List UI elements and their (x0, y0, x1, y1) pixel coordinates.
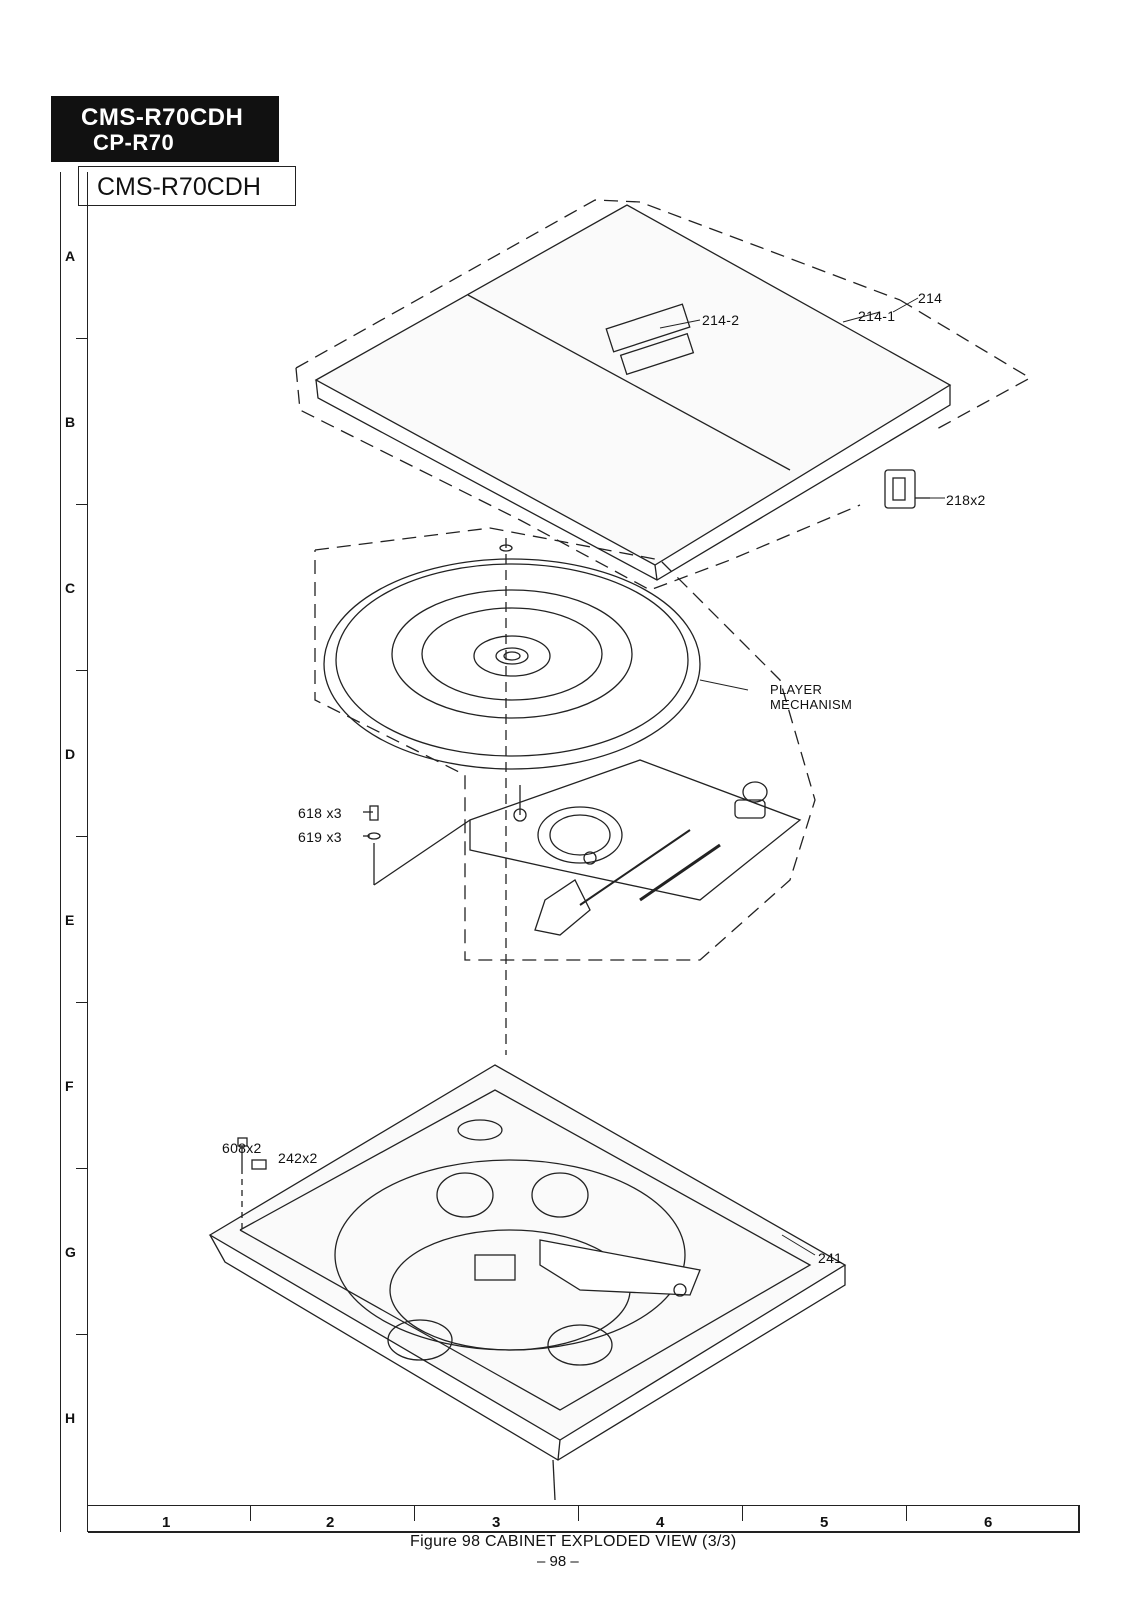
screw-washer-parts (363, 805, 471, 886)
row-label-a: A (65, 248, 76, 264)
row-label-c: C (65, 580, 76, 596)
col-divider (578, 1505, 579, 1521)
hinge-part (884, 469, 930, 509)
bottom-cabinet-part (208, 1064, 847, 1501)
row-divider (76, 670, 88, 671)
part-label-241: 241 (818, 1250, 843, 1266)
col-label-2: 2 (326, 1514, 335, 1531)
part-label-214-1: 214-1 (858, 308, 896, 324)
col-divider (906, 1505, 907, 1521)
col-divider (250, 1505, 251, 1521)
row-divider (76, 836, 88, 837)
page-number: – 98 – (537, 1553, 579, 1570)
part-label-618: 618 x3 (298, 805, 342, 821)
col-label-6: 6 (984, 1514, 993, 1531)
model-title-box: CMS-R70CDH (78, 166, 296, 206)
part-label-619: 619 x3 (298, 829, 342, 845)
row-label-d: D (65, 746, 76, 762)
part-label-242: 242x2 (278, 1150, 318, 1166)
col-label-3: 3 (492, 1514, 501, 1531)
col-divider (414, 1505, 415, 1521)
model-header-block: CMS-R70CDH CP-R70 (51, 96, 279, 162)
player-mechanism-label-line1: PLAYER (770, 682, 823, 697)
part-label-214: 214 (918, 290, 943, 306)
col-label-4: 4 (656, 1514, 665, 1531)
player-mechanism-group-outline (314, 527, 816, 961)
col-label-5: 5 (820, 1514, 829, 1531)
dust-cover-part (314, 204, 952, 581)
col-label-1: 1 (162, 1514, 171, 1531)
grid-frame-bottom (88, 1505, 1080, 1533)
row-divider (76, 1168, 88, 1169)
model-name-secondary: CP-R70 (93, 130, 175, 155)
mechanism-chassis-part (469, 759, 802, 936)
row-divider (76, 1002, 88, 1003)
part-label-214-2: 214-2 (702, 312, 740, 328)
row-label-g: G (65, 1244, 76, 1260)
figure-caption: Figure 98 CABINET EXPLODED VIEW (3/3) (410, 1533, 737, 1550)
player-mechanism-label-line2: MECHANISM (770, 697, 853, 712)
row-divider (76, 504, 88, 505)
model-name-primary: CMS-R70CDH (81, 104, 244, 131)
screw-foot-parts (237, 1137, 267, 1230)
dust-cover-group-outline (295, 199, 1032, 591)
part-label-608: 608x2 (222, 1140, 262, 1156)
row-divider (76, 338, 88, 339)
leader-lines (659, 297, 945, 1256)
row-divider (76, 1334, 88, 1335)
grid-frame-left (60, 172, 88, 1532)
part-label-218: 218x2 (946, 492, 986, 508)
col-divider (742, 1505, 743, 1521)
turntable-platter-part (323, 538, 701, 1055)
row-label-e: E (65, 912, 75, 928)
row-label-b: B (65, 414, 76, 430)
row-label-h: H (65, 1410, 76, 1426)
row-label-f: F (65, 1078, 74, 1094)
